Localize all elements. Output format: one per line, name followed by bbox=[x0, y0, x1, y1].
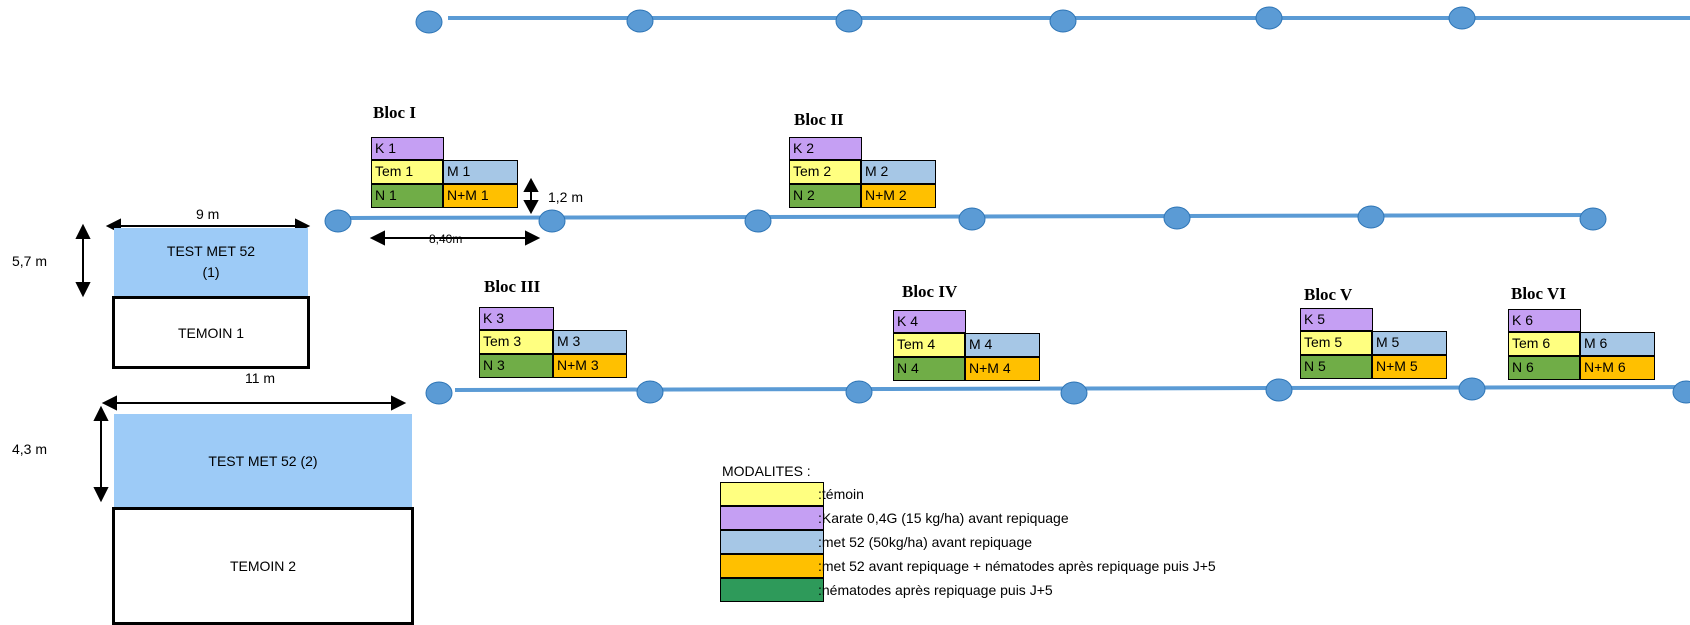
legend-sep: : bbox=[818, 558, 822, 574]
plot-tem: Tem 4 bbox=[893, 333, 965, 357]
legend-item: :nématodes après repiquage puis J+5 bbox=[818, 582, 1053, 598]
legend-sep: : bbox=[818, 510, 822, 526]
plot-n: N 4 bbox=[893, 357, 965, 381]
line-node bbox=[1672, 380, 1690, 404]
plot-nm: N+M 5 bbox=[1372, 355, 1447, 379]
legend-item: :Karate 0,4G (15 kg/ha) avant repiquage bbox=[818, 510, 1069, 526]
line-node bbox=[324, 209, 352, 233]
legend-label: nématodes après repiquage puis J+5 bbox=[821, 582, 1053, 598]
line-node bbox=[1448, 6, 1476, 30]
line-node bbox=[1255, 6, 1283, 30]
legend-swatch-nematodes bbox=[720, 578, 824, 602]
plot-tem: Tem 5 bbox=[1300, 331, 1372, 355]
legend-sep: : bbox=[818, 582, 822, 598]
test-met52-plot-2-label: TEST MET 52 (2) bbox=[208, 452, 318, 469]
line-node bbox=[1357, 205, 1385, 229]
plot-k: K 1 bbox=[371, 137, 444, 160]
line-node bbox=[1163, 206, 1191, 230]
dim-width-11m: 11 m bbox=[245, 370, 276, 386]
legend-label: Karate 0,4G (15 kg/ha) avant repiquage bbox=[821, 510, 1069, 526]
plot-n: N 5 bbox=[1300, 355, 1372, 379]
legend-label: met 52 (50kg/ha) avant repiquage bbox=[821, 534, 1033, 550]
legend-label: témoin bbox=[821, 486, 864, 502]
dim-plot-width: 8,40m bbox=[429, 232, 463, 246]
line-node bbox=[1265, 378, 1293, 402]
bloc-title: Bloc V bbox=[1304, 285, 1353, 304]
plot-m: M 3 bbox=[553, 330, 627, 354]
line-node bbox=[538, 209, 566, 233]
irrigation-line-middle bbox=[324, 205, 1607, 233]
plot-m: M 4 bbox=[965, 333, 1040, 357]
line-node bbox=[958, 207, 986, 231]
legend-item: :met 52 avant repiquage + nématodes aprè… bbox=[818, 558, 1216, 574]
dim-plot-height: 1,2 m bbox=[548, 189, 584, 205]
plot-nm: N+M 1 bbox=[443, 184, 518, 208]
legend-item: :met 52 (50kg/ha) avant repiquage bbox=[818, 534, 1032, 550]
plot-nm: N+M 3 bbox=[553, 354, 627, 378]
dimension-arrows bbox=[75, 177, 541, 503]
plot-k: K 3 bbox=[479, 307, 554, 330]
plot-k: K 5 bbox=[1300, 308, 1373, 331]
legend-swatch-met52-nematodes bbox=[720, 554, 824, 578]
legend-title: MODALITES : bbox=[722, 463, 811, 479]
plot-m: M 1 bbox=[443, 160, 518, 184]
plot-n: N 2 bbox=[789, 184, 861, 208]
legend-label: met 52 avant repiquage + nématodes après… bbox=[821, 558, 1216, 574]
line-node bbox=[425, 381, 453, 405]
irrigation-line-top bbox=[415, 6, 1690, 34]
dim-height-5-7m: 5,7 m bbox=[12, 253, 48, 269]
bloc-title: Bloc I bbox=[373, 103, 416, 122]
test-met52-plot-2: TEST MET 52 (2) bbox=[114, 414, 412, 507]
plot-k: K 2 bbox=[789, 137, 862, 160]
bloc-title: Bloc II bbox=[794, 110, 844, 129]
temoin-plot-1: TEMOIN 1 bbox=[112, 296, 310, 369]
plot-tem: Tem 2 bbox=[789, 160, 861, 184]
plot-m: M 2 bbox=[861, 160, 936, 184]
plot-k: K 4 bbox=[893, 310, 966, 333]
plot-m: M 5 bbox=[1372, 331, 1447, 355]
plot-m: M 6 bbox=[1580, 332, 1655, 356]
line-node bbox=[415, 10, 443, 34]
line-node bbox=[636, 380, 664, 404]
dim-height-4-3m: 4,3 m bbox=[12, 441, 48, 457]
legend-swatch-temoin bbox=[720, 482, 824, 506]
plot-tem: Tem 6 bbox=[1508, 332, 1580, 356]
plot-n: N 6 bbox=[1508, 356, 1580, 380]
legend-sep: : bbox=[818, 486, 822, 502]
test-met52-plot-1-label: TEST MET 52 (1) bbox=[166, 243, 256, 280]
legend-swatch-met52 bbox=[720, 530, 824, 554]
line-node bbox=[626, 9, 654, 33]
plot-tem: Tem 3 bbox=[479, 330, 553, 354]
legend-item: :témoin bbox=[818, 486, 864, 502]
plot-n: N 3 bbox=[479, 354, 553, 378]
plot-nm: N+M 4 bbox=[965, 357, 1040, 381]
legend-sep: : bbox=[818, 534, 822, 550]
line-node bbox=[1049, 9, 1077, 33]
plot-nm: N+M 2 bbox=[861, 184, 936, 208]
dim-width-9m: 9 m bbox=[196, 206, 220, 222]
bloc-title: Bloc IV bbox=[902, 282, 958, 301]
plot-n: N 1 bbox=[371, 184, 443, 208]
plot-k: K 6 bbox=[1508, 309, 1581, 332]
plot-tem: Tem 1 bbox=[371, 160, 443, 184]
temoin-plot-2-label: TEMOIN 2 bbox=[229, 558, 297, 574]
temoin-plot-1-label: TEMOIN 1 bbox=[177, 324, 245, 341]
legend-swatch-karate bbox=[720, 506, 824, 530]
temoin-plot-2: TEMOIN 2 bbox=[112, 507, 414, 625]
test-met52-plot-1: TEST MET 52 (1) bbox=[114, 228, 308, 296]
line-node bbox=[1458, 377, 1486, 401]
line-node bbox=[845, 380, 873, 404]
line-node bbox=[1060, 381, 1088, 405]
line-node bbox=[744, 209, 772, 233]
bloc-title: Bloc VI bbox=[1511, 284, 1566, 303]
line-node bbox=[835, 9, 863, 33]
irrigation-line-bottom bbox=[425, 377, 1690, 405]
plot-nm: N+M 6 bbox=[1580, 356, 1655, 380]
line-node bbox=[1579, 207, 1607, 231]
bloc-title: Bloc III bbox=[484, 277, 541, 296]
